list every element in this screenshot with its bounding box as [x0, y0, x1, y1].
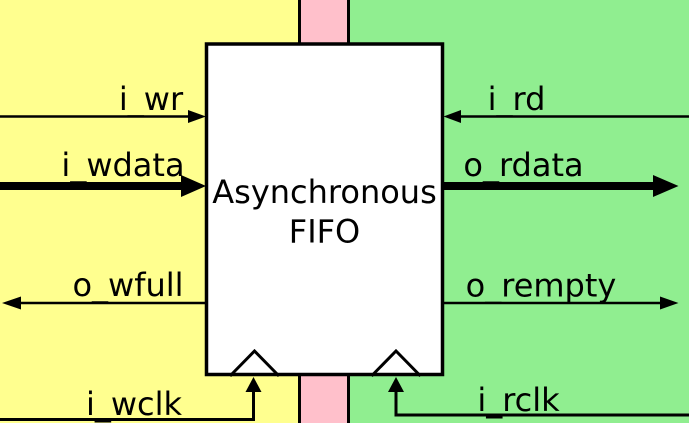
o-rdata-arrowhead-icon — [653, 175, 679, 197]
fifo-block-title-line2: FIFO — [289, 213, 360, 251]
port-label-o-rempty: o_rempty — [466, 267, 617, 305]
port-label-i-wr: i_wr — [119, 80, 184, 118]
port-label-o-wfull: o_wfull — [72, 266, 183, 304]
i-wr-arrowhead-icon — [188, 110, 206, 123]
port-label-i-rd: i_rd — [488, 80, 546, 118]
i-wdata-arrowhead-icon — [181, 175, 206, 197]
i-wdata-arrow — [0, 175, 206, 197]
port-label-o-rdata: o_rdata — [463, 146, 583, 184]
i-rd-arrowhead-icon — [443, 110, 461, 123]
write-clock-edge-triangle-icon — [228, 348, 281, 378]
i-wclk-arrow — [0, 377, 262, 421]
o-wfull-arrowhead-icon — [2, 296, 21, 310]
o-rdata-arrow — [443, 175, 679, 197]
port-label-i-rclk: i_rclk — [477, 381, 560, 419]
read-clock-edge-triangle-icon — [370, 348, 422, 378]
o-rempty-arrowhead-icon — [660, 296, 679, 310]
i-rclk-arrowhead-icon — [388, 377, 404, 392]
fifo-block-title-line1: Asynchronous — [212, 173, 437, 211]
port-label-i-wdata: i_wdata — [61, 146, 184, 184]
o-rempty-arrow — [443, 296, 679, 310]
o-wfull-arrow — [2, 296, 206, 310]
i-wclk-arrowhead-icon — [245, 377, 262, 392]
i-wr-arrow — [0, 110, 206, 123]
fifo-block — [204, 42, 445, 377]
i-rd-arrow — [443, 110, 689, 123]
i-rclk-arrow — [388, 377, 689, 417]
port-label-i-wclk: i_wclk — [86, 385, 183, 423]
